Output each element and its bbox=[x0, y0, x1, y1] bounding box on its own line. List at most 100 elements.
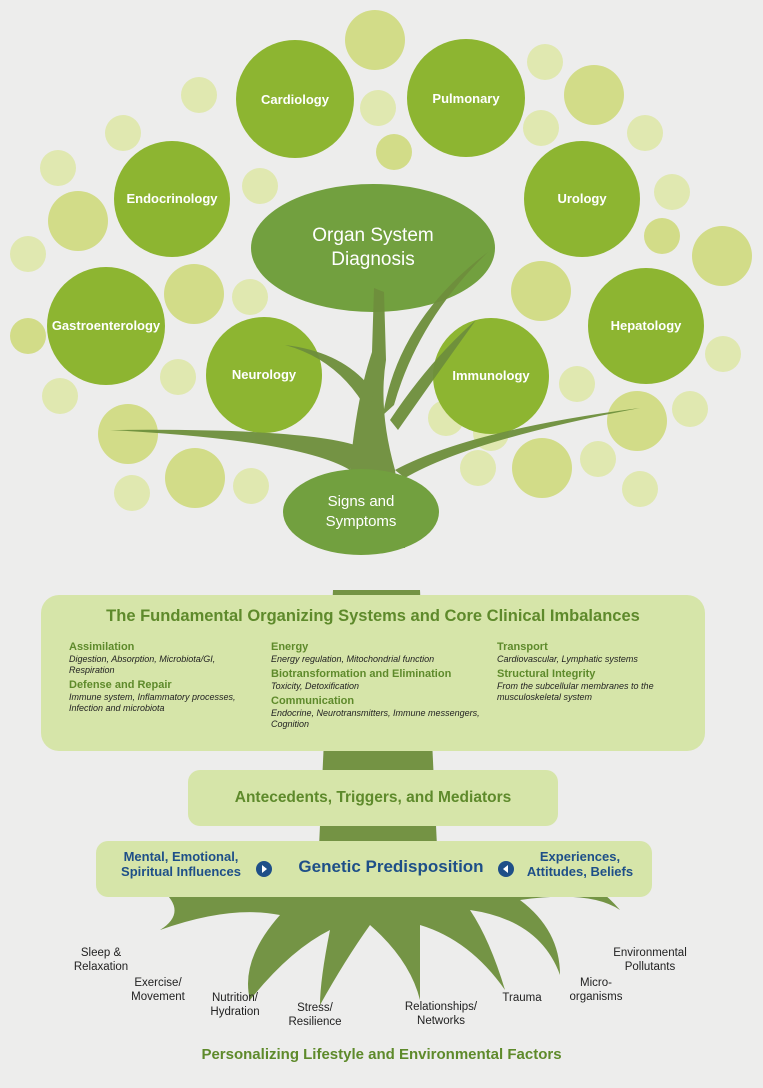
root-micro-line-2: organisms bbox=[569, 991, 623, 1003]
organ-label-hepatology: Hepatology bbox=[610, 317, 682, 333]
communication-detail: Endocrine, Neurotransmitters, Immune mes… bbox=[271, 708, 480, 729]
deco-bubble bbox=[42, 378, 78, 414]
deco-bubble bbox=[360, 90, 396, 126]
deco-bubble bbox=[564, 65, 624, 125]
deco-bubble bbox=[233, 468, 269, 504]
organ-label-pulmonary: Pulmonary bbox=[432, 90, 500, 106]
root-nutrition-line-1: Nutrition/ bbox=[211, 992, 259, 1004]
root-stress-resilience: Stress/ Resilience bbox=[273, 1001, 357, 1029]
genetic-right-line-2: Attitudes, Beliefs bbox=[526, 864, 634, 879]
immunology-bubble bbox=[433, 318, 549, 434]
root-trauma: Trauma bbox=[490, 991, 554, 1005]
signs-and-symptoms: Signs and Symptoms bbox=[283, 488, 439, 536]
core-column-2: Energy Energy regulation, Mitochondrial … bbox=[271, 641, 486, 733]
roots bbox=[130, 863, 620, 1005]
root-microorganisms: Micro- organisms bbox=[556, 976, 636, 1004]
root-environmental-pollutants: Environmental Pollutants bbox=[600, 946, 700, 974]
organ-label-gastroenterology: Gastroenterology bbox=[51, 317, 161, 333]
root-nutrition-line-2: Hydration bbox=[210, 1006, 260, 1018]
root-sleep-line-1: Sleep & bbox=[80, 947, 122, 959]
genetic-right-text: Experiences, Attitudes, Beliefs bbox=[510, 849, 650, 879]
organ-label-endocrinology: Endocrinology bbox=[126, 190, 218, 206]
deco-bubble bbox=[511, 261, 571, 321]
root-sleep-relaxation: Sleep & Relaxation bbox=[58, 946, 144, 974]
deco-bubble bbox=[607, 391, 667, 451]
root-relationships-networks: Relationships/ Networks bbox=[388, 1000, 494, 1028]
hepatology-bubble bbox=[588, 268, 704, 384]
transport-detail: Cardiovascular, Lymphatic systems bbox=[497, 654, 638, 664]
deco-bubble bbox=[181, 77, 217, 113]
deco-bubble bbox=[527, 44, 563, 80]
genetic-left-line-2: Spiritual Influences bbox=[121, 864, 241, 879]
root-exercise-movement: Exercise/ Movement bbox=[116, 976, 200, 1004]
organ-label-immunology: Immunology bbox=[452, 367, 530, 383]
deco-bubble bbox=[654, 174, 690, 210]
deco-bubble bbox=[692, 226, 752, 286]
signs-line-2: Symptoms bbox=[325, 513, 397, 530]
diagnosis-hub bbox=[251, 184, 495, 312]
deco-bubble bbox=[165, 448, 225, 508]
deco-bubble bbox=[580, 441, 616, 477]
root-environmental-line-2: Pollutants bbox=[624, 961, 676, 973]
genetic-predisposition-label: Genetic Predisposition bbox=[298, 857, 484, 876]
defense-heading: Defense and Repair bbox=[69, 679, 172, 691]
genetic-left-text: Mental, Emotional, Spiritual Influences bbox=[106, 849, 256, 879]
root-exercise-line-1: Exercise/ bbox=[134, 977, 182, 989]
arrow-left-circle-icon bbox=[498, 861, 514, 877]
decorative-bubbles bbox=[10, 10, 752, 511]
deco-bubble bbox=[114, 475, 150, 511]
deco-bubble bbox=[705, 336, 741, 372]
assimilation-detail: Digestion, Absorption, Microbiota/GI, Re… bbox=[69, 654, 216, 675]
deco-bubble bbox=[672, 391, 708, 427]
diagnosis-line-1: Organ System bbox=[312, 225, 434, 246]
deco-bubble bbox=[376, 134, 412, 170]
root-sleep-line-2: Relaxation bbox=[73, 961, 129, 973]
root-exercise-line-2: Movement bbox=[131, 991, 185, 1003]
signs-line-1: Signs and bbox=[327, 493, 395, 510]
organ-label-neurology: Neurology bbox=[231, 366, 297, 382]
structural-detail: From the subcellular membranes to the mu… bbox=[497, 681, 654, 702]
core-column-1: Assimilation Digestion, Absorption, Micr… bbox=[69, 641, 254, 717]
energy-heading: Energy bbox=[271, 641, 309, 653]
deco-bubble bbox=[105, 115, 141, 151]
organ-label-urology: Urology bbox=[557, 190, 607, 206]
organ-system-diagnosis: Organ System Diagnosis bbox=[251, 212, 495, 284]
organ-label-cardiology: Cardiology bbox=[261, 91, 329, 107]
communication-heading: Communication bbox=[271, 695, 355, 707]
energy-detail: Energy regulation, Mitochondrial functio… bbox=[271, 654, 435, 664]
signs-hub bbox=[283, 469, 439, 555]
root-relationships-line-2: Networks bbox=[417, 1015, 465, 1027]
branch-left bbox=[110, 429, 355, 470]
deco-bubble bbox=[460, 450, 496, 486]
deco-bubble bbox=[164, 264, 224, 324]
assimilation-heading: Assimilation bbox=[69, 641, 135, 653]
root-micro-line-1: Micro- bbox=[580, 977, 612, 989]
neurology-bubble bbox=[206, 317, 322, 433]
endocrinology-bubble bbox=[114, 141, 230, 257]
branch-mid-right bbox=[390, 320, 476, 430]
structural-heading: Structural Integrity bbox=[497, 668, 596, 680]
deco-bubble bbox=[98, 404, 158, 464]
cardiology-bubble bbox=[236, 40, 354, 158]
root-environmental-line-1: Environmental bbox=[613, 947, 687, 959]
deco-bubble bbox=[622, 471, 658, 507]
deco-bubble bbox=[40, 150, 76, 186]
defense-detail: Immune system, Inflammatory processes, I… bbox=[69, 692, 236, 713]
antecedents-box: Antecedents, Triggers, and Mediators bbox=[188, 770, 558, 826]
deco-bubble bbox=[644, 218, 680, 254]
genetic-left-line-1: Mental, Emotional, bbox=[123, 849, 239, 864]
deco-bubble bbox=[512, 438, 572, 498]
gastroenterology-bubble bbox=[47, 267, 165, 385]
biotransformation-detail: Toxicity, Detoxification bbox=[271, 681, 360, 691]
deco-bubble bbox=[345, 10, 405, 70]
deco-bubble bbox=[48, 191, 108, 251]
deco-bubble bbox=[232, 279, 268, 315]
pulmonary-bubble bbox=[407, 39, 525, 157]
footer-title: Personalizing Lifestyle and Environmenta… bbox=[201, 1046, 562, 1063]
biotransformation-heading: Biotransformation and Elimination bbox=[271, 668, 452, 680]
core-title: The Fundamental Organizing Systems and C… bbox=[106, 607, 640, 625]
core-column-3: Transport Cardiovascular, Lymphatic syst… bbox=[497, 641, 687, 706]
organ-bubbles bbox=[47, 39, 704, 434]
